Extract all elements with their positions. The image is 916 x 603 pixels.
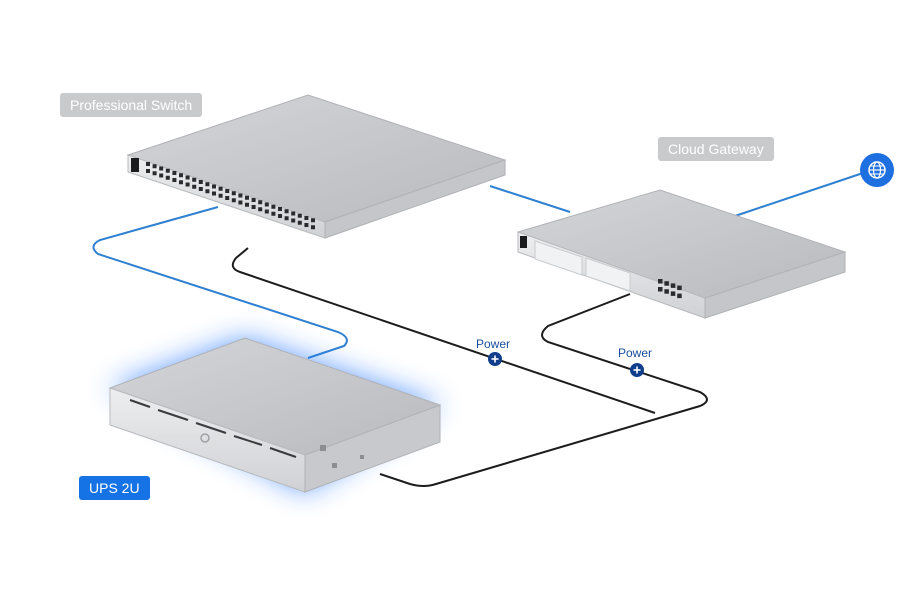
- port: [238, 193, 243, 198]
- port: [205, 182, 210, 187]
- port: [231, 191, 236, 196]
- port: [159, 173, 164, 178]
- gateway-label: Cloud Gateway: [658, 137, 774, 161]
- port: [311, 225, 315, 230]
- switch-label: Professional Switch: [60, 93, 203, 117]
- network-cable-switch-gateway: [489, 185, 571, 213]
- port: [172, 178, 177, 182]
- port: [258, 200, 263, 205]
- port: [245, 195, 249, 200]
- port: [152, 164, 157, 169]
- port: [218, 193, 223, 198]
- network-cables: [92, 171, 867, 359]
- port: [664, 281, 669, 286]
- gateway-port-array: [658, 279, 682, 299]
- port: [297, 213, 302, 218]
- port: [264, 209, 269, 214]
- port: [670, 291, 676, 296]
- port: [205, 189, 210, 194]
- port: [251, 205, 256, 209]
- power-cable-gateway: [379, 293, 708, 487]
- port: [179, 173, 183, 178]
- network-cable-gateway-internet: [734, 171, 867, 217]
- port: [225, 196, 230, 200]
- switch-port-array: [146, 162, 315, 230]
- port: [198, 180, 203, 184]
- port: [245, 202, 249, 207]
- port: [284, 216, 289, 221]
- port: [185, 182, 190, 187]
- port: [297, 220, 302, 225]
- port: [192, 177, 197, 182]
- port: [304, 216, 309, 220]
- ups-device[interactable]: [108, 337, 442, 493]
- port: [185, 175, 190, 180]
- ups-label: UPS 2U: [79, 476, 150, 500]
- port: [278, 214, 282, 218]
- port: [677, 285, 682, 291]
- port: [212, 184, 216, 189]
- port: [152, 171, 157, 176]
- port: [264, 202, 269, 207]
- power-cable-switch: [231, 247, 656, 414]
- switch-device[interactable]: [126, 94, 507, 239]
- port: [238, 200, 243, 205]
- port: [146, 169, 150, 173]
- port: [677, 293, 682, 299]
- port: [212, 191, 216, 196]
- port: [225, 189, 230, 193]
- port: [658, 279, 663, 284]
- port: [165, 168, 170, 173]
- port: [251, 198, 256, 202]
- port: [291, 218, 296, 223]
- port: [664, 289, 669, 294]
- port: [179, 180, 183, 185]
- plus-icon[interactable]: [630, 363, 644, 377]
- port: [278, 207, 282, 211]
- port: [146, 162, 150, 166]
- power-label: Power: [618, 346, 653, 360]
- power-label: Power: [476, 337, 511, 351]
- plus-icon[interactable]: [488, 352, 502, 366]
- network-cable-switch-ups: [92, 206, 348, 359]
- port: [192, 184, 197, 189]
- port: [165, 175, 170, 180]
- gateway-device[interactable]: [516, 189, 847, 319]
- port: [218, 186, 223, 191]
- port: [172, 171, 177, 175]
- port: [231, 198, 236, 203]
- port: [658, 287, 663, 292]
- port: [271, 204, 276, 209]
- port: [159, 166, 164, 171]
- port: [291, 211, 296, 216]
- port: [670, 283, 676, 288]
- port: [311, 218, 315, 223]
- port: [304, 223, 309, 227]
- port: [258, 207, 263, 212]
- port: [198, 187, 203, 191]
- port: [271, 211, 276, 216]
- port: [284, 209, 289, 214]
- power-cables: [231, 247, 708, 487]
- globe-icon[interactable]: [860, 153, 894, 187]
